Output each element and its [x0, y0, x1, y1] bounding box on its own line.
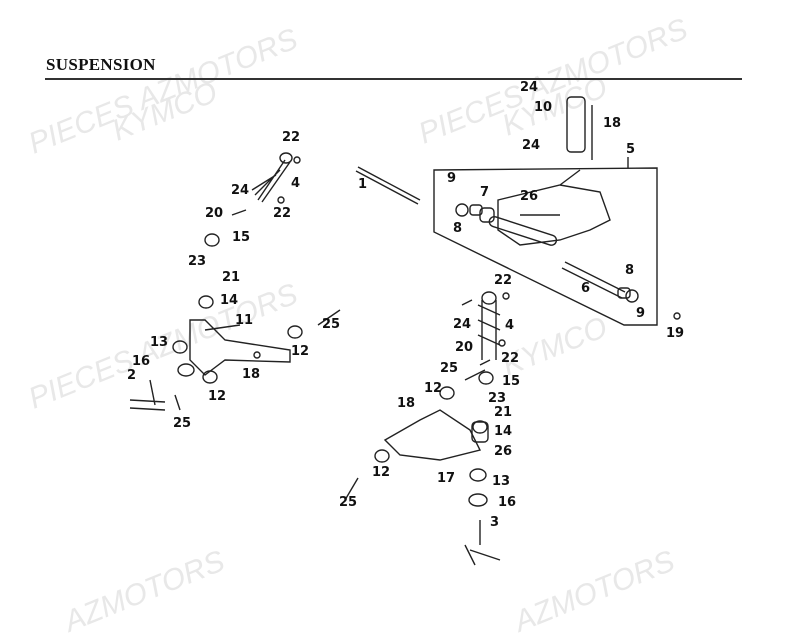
title-rule: [45, 78, 742, 80]
part-label: 12: [208, 389, 227, 404]
part-label: 26: [494, 444, 513, 459]
part-label: 24: [522, 138, 541, 153]
knuckle-part-2: [129, 379, 166, 411]
a-arm-part: [189, 319, 291, 376]
part-label: 26: [520, 189, 539, 204]
part-label: 20: [455, 340, 474, 355]
part-label: 8: [625, 263, 635, 278]
part-label: 25: [173, 416, 192, 431]
part-label: 16: [132, 354, 151, 369]
part-label: 25: [322, 317, 341, 332]
front-shock-part-2: [477, 300, 501, 360]
part-label: 12: [291, 344, 310, 359]
part-label: 4: [505, 318, 515, 333]
part-label: 12: [424, 381, 443, 396]
part-label: 14: [220, 293, 239, 308]
part-label: 13: [150, 335, 169, 350]
parts-diagram: [129, 96, 681, 566]
part-label: 3: [490, 515, 500, 530]
axle-part: [355, 166, 421, 205]
part-label: 25: [339, 495, 358, 510]
group-box: [433, 167, 658, 326]
part-label: 1: [358, 177, 368, 192]
part-label: 14: [494, 424, 513, 439]
part-label: 5: [626, 142, 636, 157]
part-label: 2: [127, 368, 137, 383]
part-label: 22: [273, 206, 292, 221]
rear-shock-part: [566, 96, 586, 153]
part-label: 9: [447, 171, 457, 186]
part-label: 13: [492, 474, 511, 489]
part-label: 22: [501, 351, 520, 366]
part-label: 21: [222, 270, 241, 285]
part-label: 22: [494, 273, 513, 288]
part-label: 23: [488, 391, 507, 406]
swingarm-part: [497, 169, 611, 246]
part-label: 8: [453, 221, 463, 236]
part-label: 10: [534, 100, 553, 115]
part-label: 17: [437, 471, 456, 486]
a-arm-part-2: [383, 409, 482, 461]
part-label: 18: [603, 116, 622, 131]
knuckle-part: [464, 520, 501, 566]
part-label: 18: [242, 367, 261, 382]
part-label: 25: [440, 361, 459, 376]
part-label: 19: [666, 326, 685, 341]
shaft-part: [561, 261, 626, 299]
part-label: 21: [494, 405, 513, 420]
part-label: 7: [480, 185, 490, 200]
part-label: 15: [232, 230, 251, 245]
part-label: 18: [397, 396, 416, 411]
part-label: 24: [520, 80, 539, 95]
part-label: 20: [205, 206, 224, 221]
part-label: 24: [231, 183, 250, 198]
part-label: 12: [372, 465, 391, 480]
part-label: 22: [282, 130, 301, 145]
page-title: SUSPENSION: [46, 55, 156, 74]
part-label: 9: [636, 306, 646, 321]
part-label: 16: [498, 495, 517, 510]
part-label: 11: [235, 313, 254, 328]
part-label: 23: [188, 254, 207, 269]
part-label: 4: [291, 176, 301, 191]
part-label: 6: [581, 281, 591, 296]
part-label: 24: [453, 317, 472, 332]
part-label: 15: [502, 374, 521, 389]
front-shock-part: [251, 159, 291, 203]
